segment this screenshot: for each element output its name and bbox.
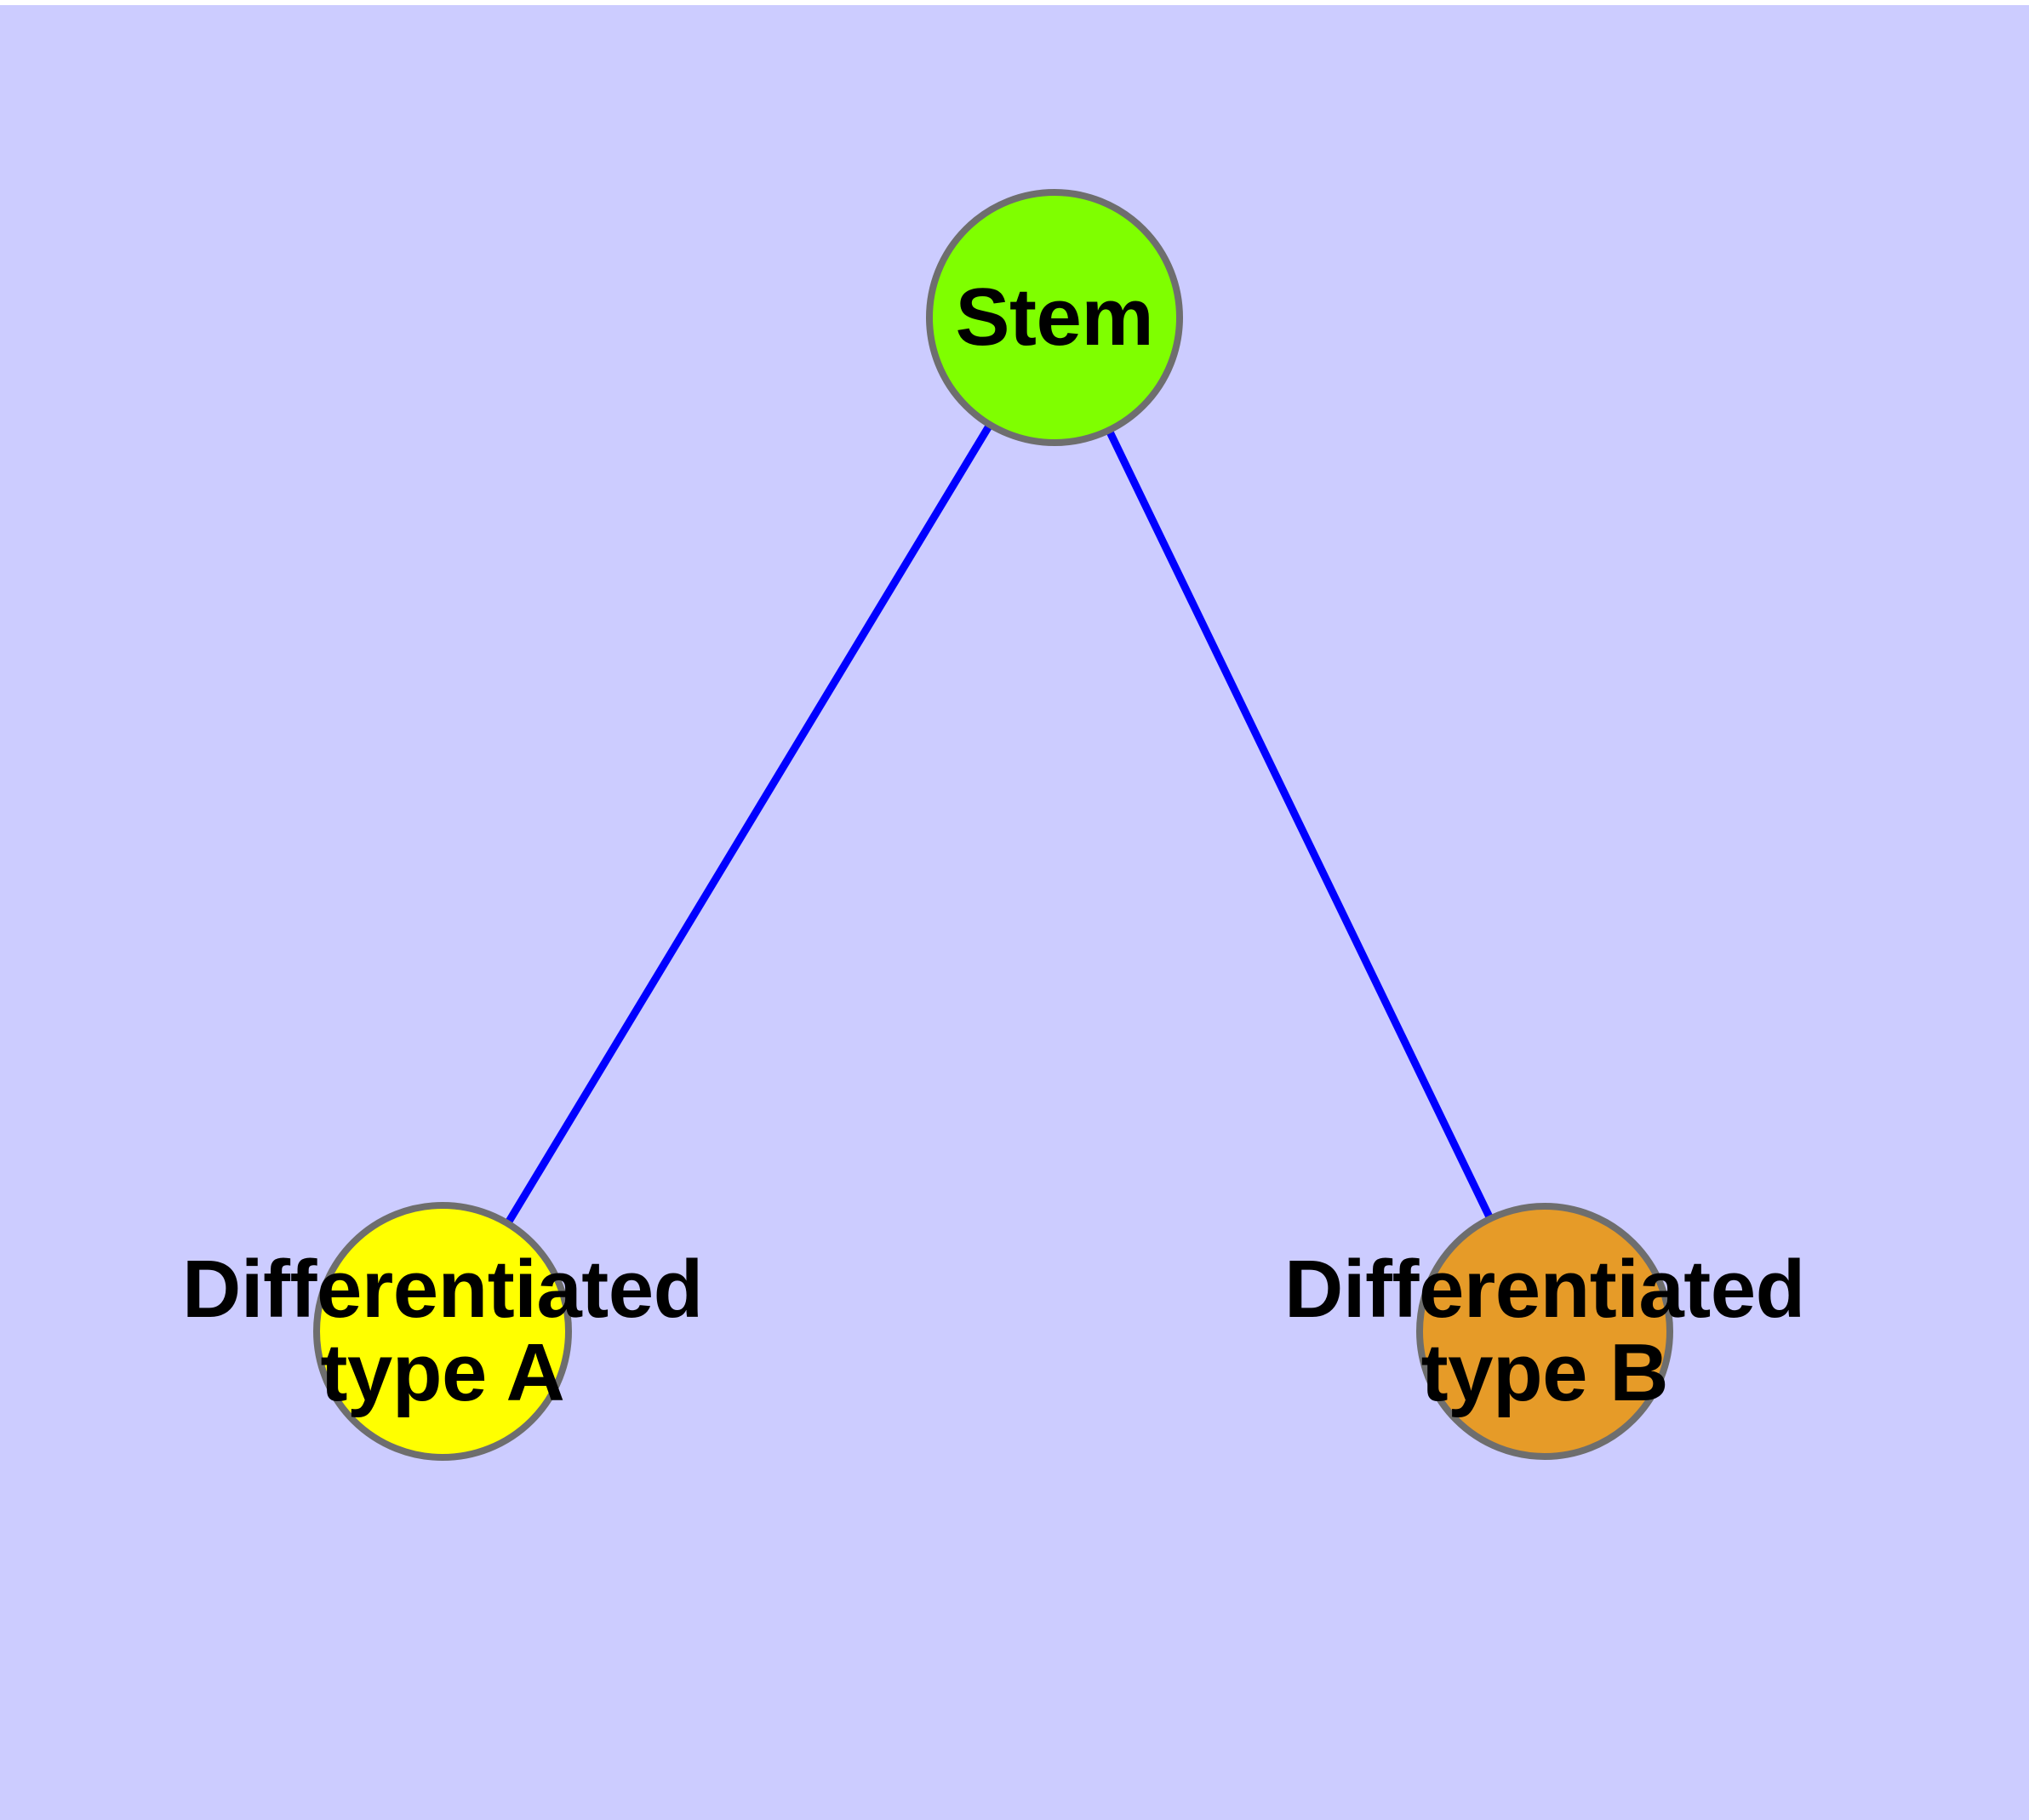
edge-layer <box>505 424 1494 1224</box>
graph-edge-stem-diff_b <box>1106 430 1494 1219</box>
graph-node-diff_b[interactable] <box>1416 1203 1673 1460</box>
node-layer <box>313 189 1673 1461</box>
graph-node-stem[interactable] <box>926 189 1183 446</box>
graph-node-diff_a[interactable] <box>313 1202 572 1461</box>
graph-edge-stem-diff_a <box>505 424 992 1224</box>
